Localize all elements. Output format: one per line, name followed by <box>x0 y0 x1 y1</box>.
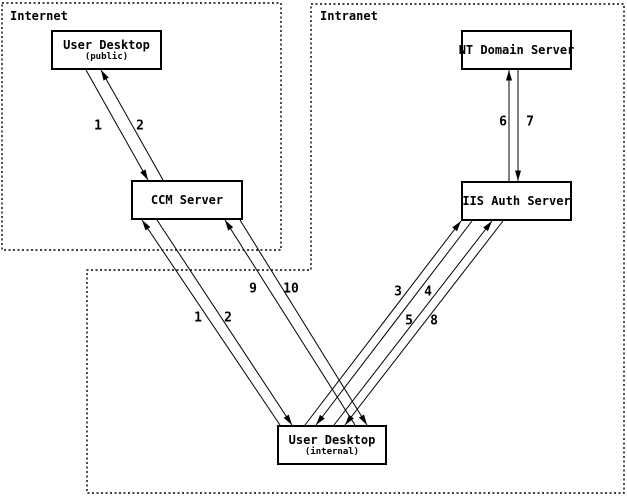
node-iis-auth-server: IIS Auth Server <box>461 181 572 221</box>
step-label-desktop-internal-to-iis-5: 5 <box>405 314 413 329</box>
arrow-iis-to-desktop-internal-8 <box>344 220 504 426</box>
arrow-desktop-internal-to-iis-3 <box>304 220 462 426</box>
step-label-desktop-internal-to-iis-3: 3 <box>394 285 402 300</box>
step-label-ccm-to-desktop-internal-10: 10 <box>283 282 299 297</box>
node-title: IIS Auth Server <box>462 193 571 208</box>
arrow-desktop-internal-to-iis-5 <box>333 220 493 426</box>
node-title: User Desktop <box>63 37 150 52</box>
node-title: CCM Server <box>150 192 224 207</box>
intranet-region-border <box>86 3 625 494</box>
arrow-desktop-internal-to-ccm-1 <box>141 219 281 426</box>
arrow-ccm-to-desktop-public <box>100 69 164 181</box>
step-label-iis-to-nt-domain: 6 <box>499 115 507 130</box>
node-title: NT Domain Server <box>458 42 575 57</box>
internet-region-label: Internet <box>10 9 68 23</box>
intranet-region-label: Intranet <box>320 9 378 23</box>
node-user-desktop-public: User Desktop(public) <box>51 30 162 70</box>
step-label-ccm-to-desktop-internal-2: 2 <box>224 311 232 326</box>
arrow-desktop-internal-to-ccm-9 <box>224 219 356 426</box>
step-label-nt-domain-to-iis: 7 <box>526 115 534 130</box>
node-user-desktop-internal: User Desktop(internal) <box>277 425 387 465</box>
internet-region-border <box>1 2 282 251</box>
arrow-ccm-to-desktop-internal-10 <box>239 219 368 426</box>
step-label-desktop-public-to-ccm: 1 <box>94 119 102 134</box>
step-label-desktop-internal-to-ccm-9: 9 <box>249 282 257 297</box>
arrow-ccm-to-desktop-internal-2 <box>156 219 293 426</box>
node-subtitle: (public) <box>84 51 129 62</box>
arrow-desktop-public-to-ccm <box>85 69 149 181</box>
step-label-desktop-internal-to-ccm-1: 1 <box>194 311 202 326</box>
arrow-iis-to-desktop-internal-4 <box>315 220 473 426</box>
node-nt-domain-server: NT Domain Server <box>458 30 575 70</box>
step-label-iis-to-desktop-internal-4: 4 <box>424 285 432 300</box>
step-label-ccm-to-desktop-public: 2 <box>136 119 144 134</box>
step-label-iis-to-desktop-internal-8: 8 <box>430 314 438 329</box>
node-ccm-server: CCM Server <box>131 180 243 220</box>
node-subtitle: (internal) <box>304 446 360 457</box>
node-title: User Desktop <box>288 432 376 447</box>
